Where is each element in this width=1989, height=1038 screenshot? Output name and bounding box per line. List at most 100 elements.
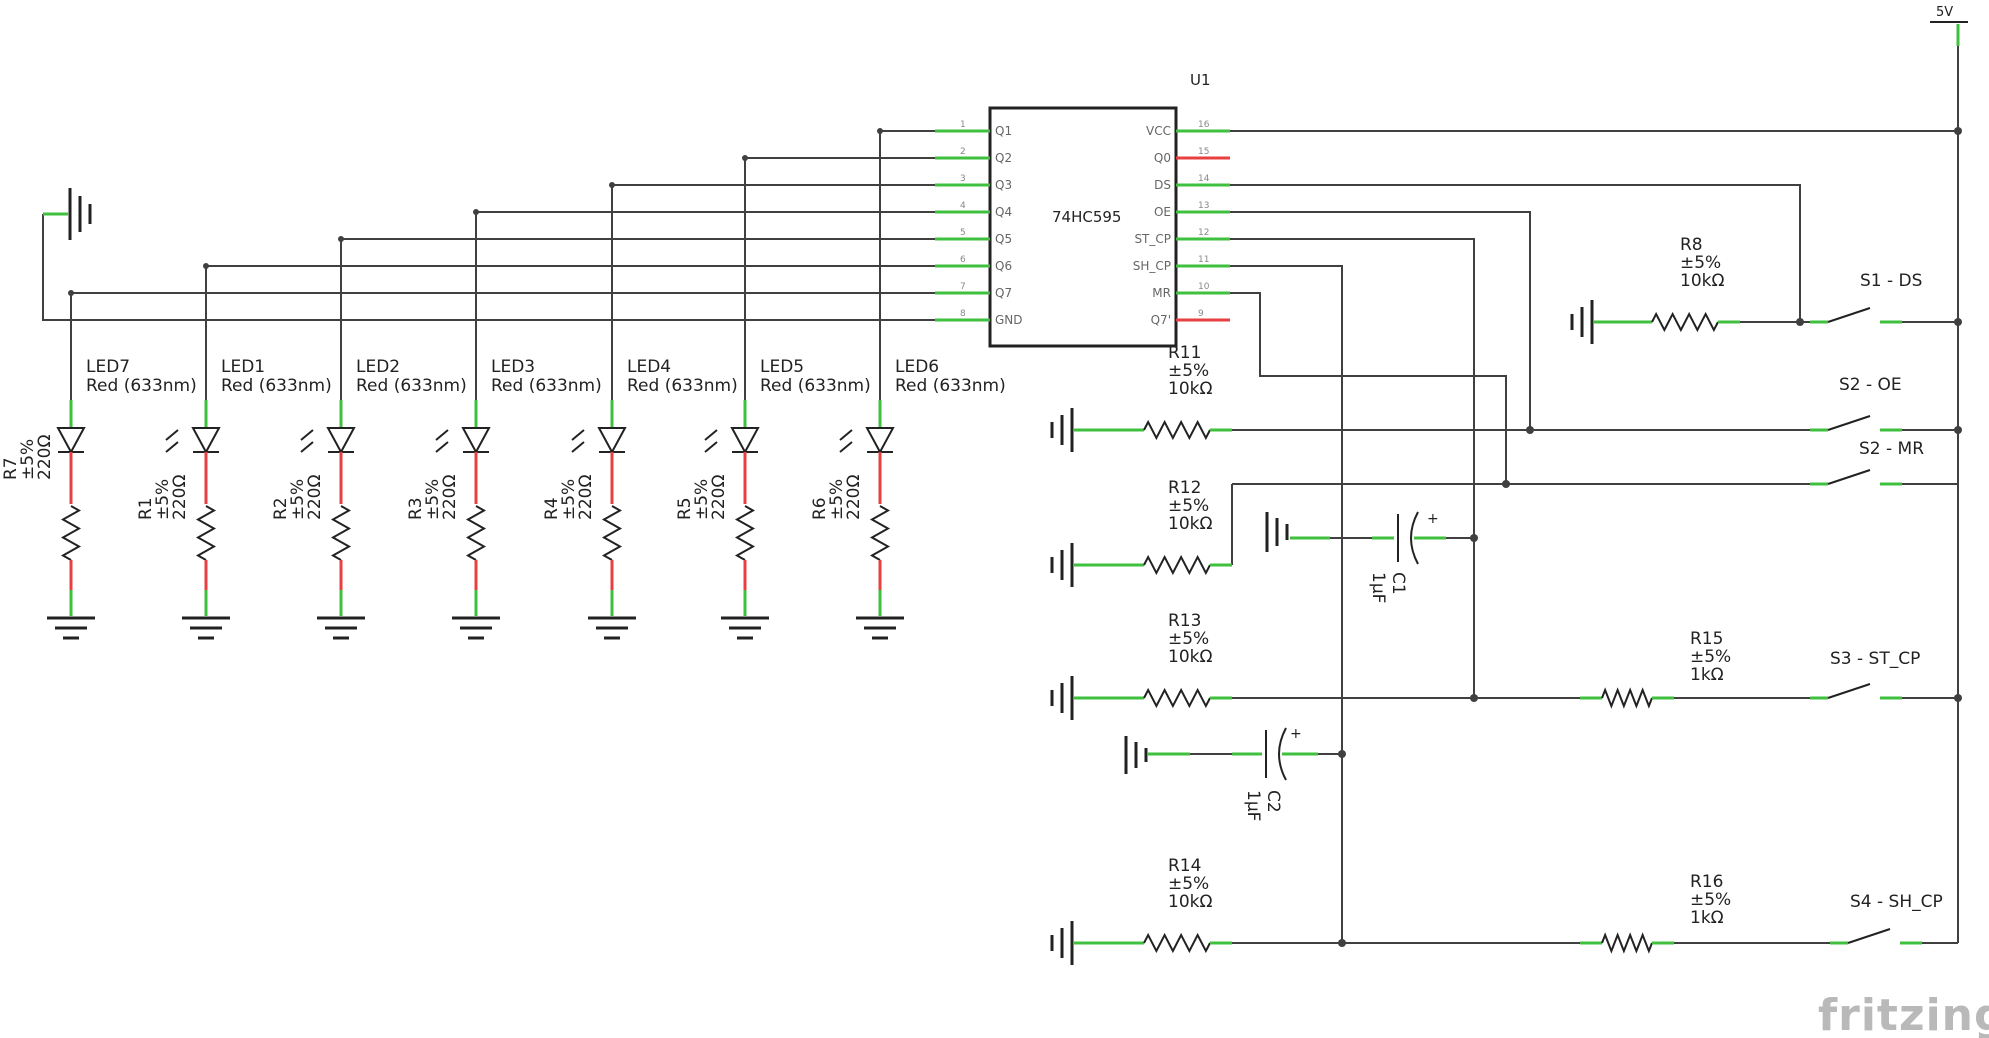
resistor-tol: ±5%	[1168, 874, 1209, 894]
ground-symbol-chip	[43, 188, 92, 240]
resistor-tol: ±5%	[1690, 890, 1731, 910]
resistor-r11[interactable]: R11±5%10kΩ	[1050, 343, 1232, 452]
led-name: LED1	[221, 357, 265, 377]
c2-value: 1µF	[1243, 790, 1263, 821]
led-resistor-value: 220Ω	[709, 475, 729, 520]
c1-value: 1µF	[1368, 572, 1388, 603]
ic-pin-number: 1	[960, 120, 966, 130]
fritzing-watermark: fritzing	[1818, 990, 1989, 1038]
resistor-r12[interactable]: R12±5%10kΩ	[1050, 478, 1232, 587]
ic-pin-name: GND	[995, 313, 1023, 327]
switch-label: S4 - SH_CP	[1850, 892, 1943, 912]
ic-pin-number: 10	[1198, 282, 1210, 292]
switch-s1[interactable]: S1 - DS	[1810, 271, 1922, 324]
ic-pin-q3[interactable]: 3 Q3	[935, 174, 1012, 192]
ic-pin-ds[interactable]: 14 DS	[1154, 174, 1230, 192]
ic-pin-name: Q7'	[1151, 313, 1171, 327]
ic-pin-name: Q0	[1154, 151, 1171, 165]
ic-pin-name: Q7	[995, 286, 1012, 300]
ic-pin-q1[interactable]: 1 Q1	[935, 120, 1012, 138]
led-resistor-name: R6	[810, 497, 830, 520]
ic-pin-mr[interactable]: 10 MR	[1152, 282, 1230, 300]
led-resistor-tol: ±5%	[559, 479, 579, 520]
led-resistor-tol: ±5%	[423, 479, 443, 520]
led-resistor-value: 220Ω	[305, 475, 325, 520]
ic-pin-number: 5	[960, 228, 966, 238]
resistor-name: R11	[1168, 343, 1201, 363]
ic-pin-name: Q3	[995, 178, 1012, 192]
ic-pin-q5[interactable]: 5 Q5	[935, 228, 1012, 246]
led-name: LED3	[491, 357, 535, 377]
ic-pin-name: DS	[1154, 178, 1171, 192]
control-wires	[1230, 130, 1958, 947]
led-name: LED6	[895, 357, 939, 377]
led-resistor-value: 220Ω	[440, 475, 460, 520]
led-name: LED7	[86, 357, 130, 377]
led-resistor-value: 220Ω	[35, 435, 55, 480]
resistor-name: R16	[1690, 872, 1723, 892]
resistor-r8[interactable]: R8±5%10kΩ	[1570, 235, 1740, 344]
ic-pin-name: Q5	[995, 232, 1012, 246]
ic-pin-name: Q2	[995, 151, 1012, 165]
led-resistor-tol: ±5%	[153, 479, 173, 520]
ic-pin-name: SH_CP	[1133, 259, 1171, 273]
switch-s3[interactable]: S3 - ST_CP	[1810, 649, 1920, 700]
ic-pin-name: Q6	[995, 259, 1012, 273]
ic-pin-oe[interactable]: 13 OE	[1154, 201, 1230, 219]
ic-pin-name: MR	[1152, 286, 1171, 300]
resistor-r15[interactable]: R15±5%1kΩ	[1580, 629, 1731, 709]
switch-s4[interactable]: S4 - SH_CP	[1830, 892, 1943, 945]
led-color: Red (633nm)	[491, 376, 602, 396]
resistor-tol: ±5%	[1168, 361, 1209, 381]
capacitor-c1[interactable]: + C1 1µF	[1265, 511, 1446, 603]
ic-pin-number: 3	[960, 174, 966, 184]
resistor-name: R8	[1680, 235, 1703, 255]
switch-s2mr[interactable]: S2 - MR	[1810, 439, 1924, 486]
power-5v-label: 5V	[1936, 5, 1953, 20]
led-drive-wires	[42, 128, 935, 412]
resistor-r14[interactable]: R14±5%10kΩ	[1050, 856, 1232, 965]
ic-pin-number: 14	[1198, 174, 1210, 184]
capacitor-c2[interactable]: + C2 1µF	[1124, 726, 1318, 821]
led-resistor-tol: ±5%	[18, 439, 38, 480]
ic-pin-name: Q1	[995, 124, 1012, 138]
ic-pin-name: ST_CP	[1134, 232, 1171, 246]
switch-label: S2 - MR	[1859, 439, 1924, 459]
ic-74hc595[interactable]: U1 74HC595	[988, 71, 1211, 348]
led-color: Red (633nm)	[86, 376, 197, 396]
resistor-value: 10kΩ	[1168, 379, 1212, 399]
switch-s2oe[interactable]: S2 - OE	[1810, 375, 1902, 432]
resistor-r16[interactable]: R16±5%1kΩ	[1580, 872, 1731, 954]
switch-label: S2 - OE	[1839, 375, 1902, 395]
resistor-value: 10kΩ	[1168, 892, 1212, 912]
ic-pin-number: 13	[1198, 201, 1209, 211]
led-name: LED5	[760, 357, 804, 377]
c1-plus: +	[1427, 511, 1439, 527]
ic-pin-q7-prime[interactable]: 9 Q7'	[1151, 309, 1230, 327]
ic-pin-name: OE	[1154, 205, 1171, 219]
resistor-r13[interactable]: R13±5%10kΩ	[1050, 611, 1232, 720]
resistor-tol: ±5%	[1168, 496, 1209, 516]
ic-pin-number: 9	[1198, 309, 1204, 319]
resistor-value: 10kΩ	[1680, 271, 1724, 291]
led-resistor-name: R1	[136, 497, 156, 520]
led-color: Red (633nm)	[627, 376, 738, 396]
